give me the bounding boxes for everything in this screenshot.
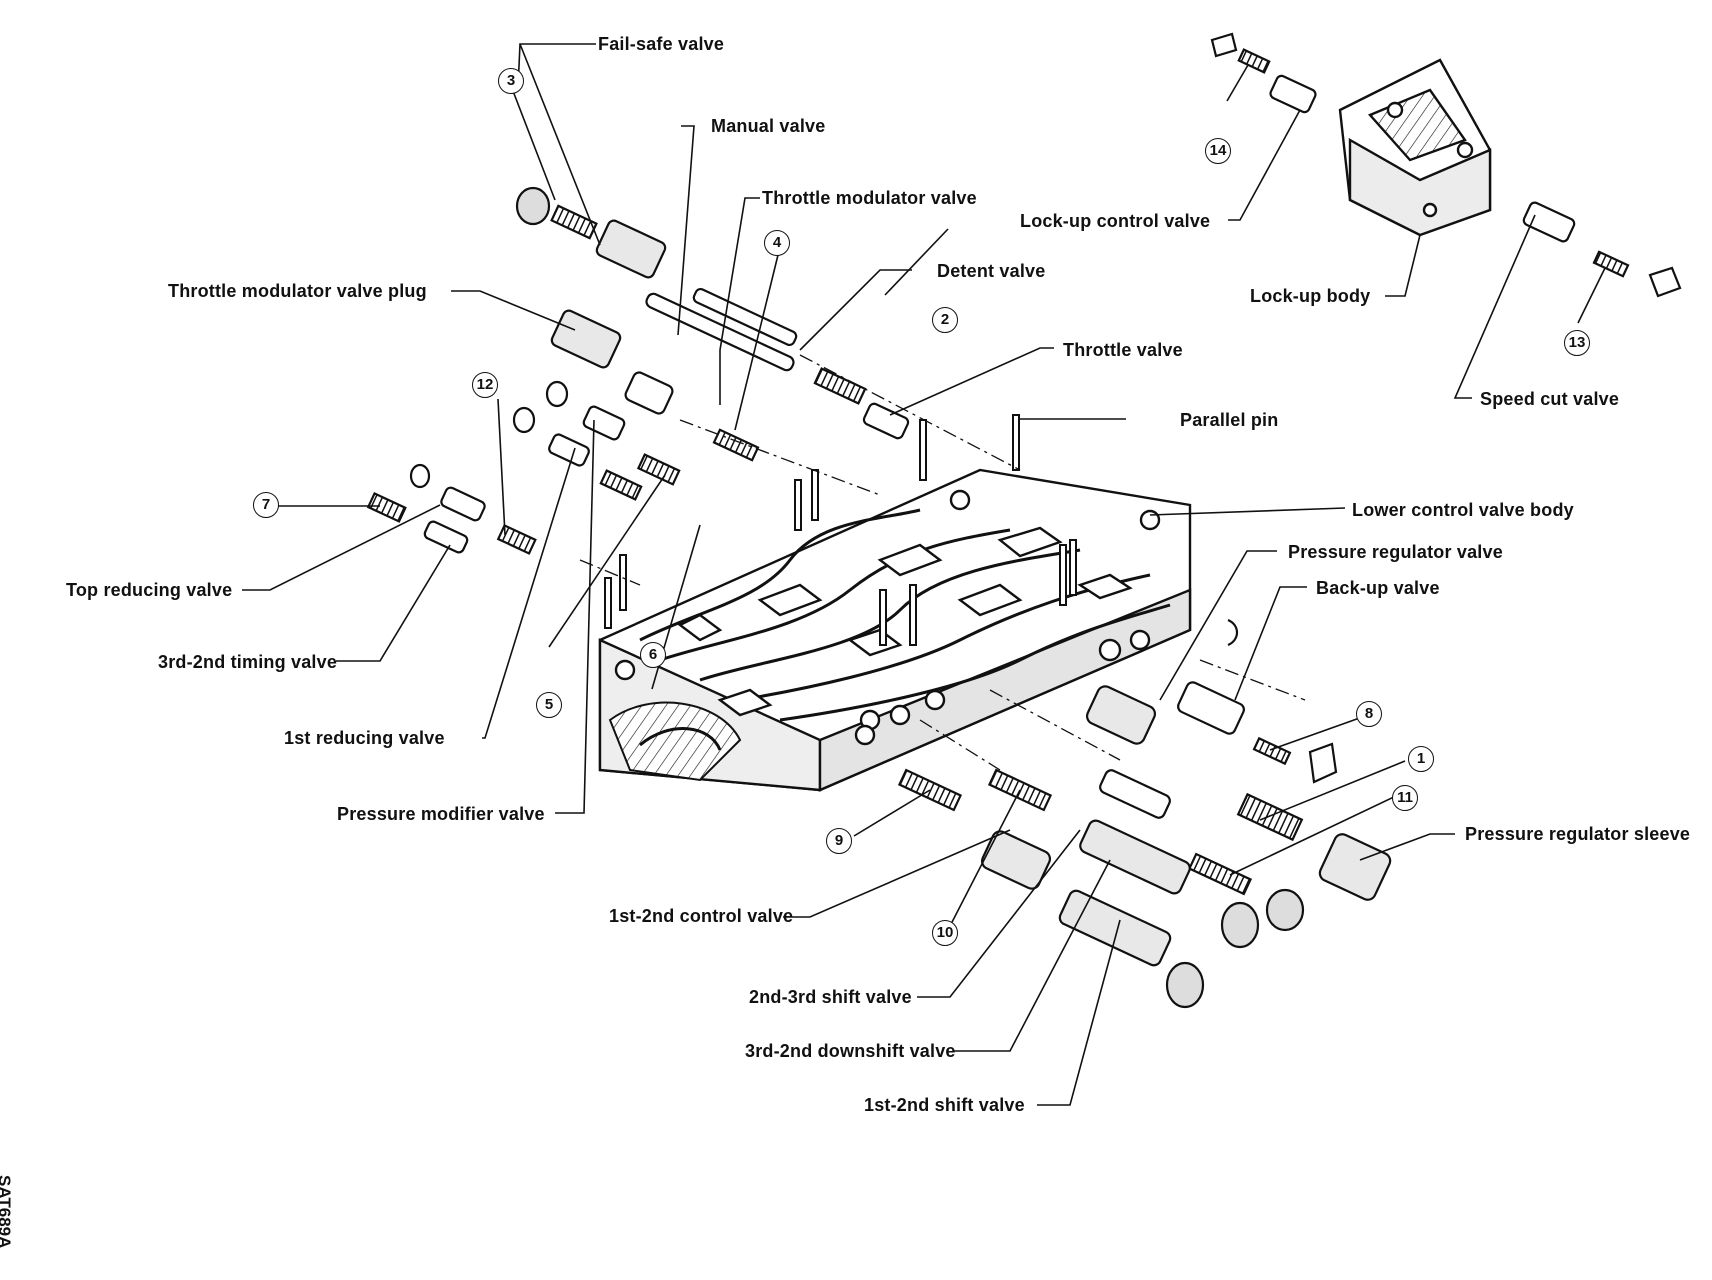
label-pressure-regulator-sleeve: Pressure regulator sleeve: [1465, 824, 1691, 844]
alignment-lines: [579, 354, 1306, 771]
callout-1: 1: [1408, 746, 1434, 772]
label-manual-valve: Manual valve: [711, 116, 826, 136]
label-third-second-timing-valve: 3rd-2nd timing valve: [158, 652, 338, 672]
callout-7: 7: [253, 492, 279, 518]
label-first-second-control-valve: 1st-2nd control valve: [609, 906, 794, 926]
label-parallel-pin: Parallel pin: [1180, 410, 1279, 430]
label-speed-cut-valve: Speed cut valve: [1480, 389, 1620, 409]
diagram-code: SAT689A: [0, 1175, 14, 1249]
label-third-second-downshift-valve: 3rd-2nd downshift valve: [745, 1041, 956, 1061]
label-throttle-modulator-valve: Throttle modulator valve: [762, 188, 977, 208]
callout-4: 4: [764, 230, 790, 256]
valve-components: [366, 32, 1682, 1009]
callout-2: 2: [932, 307, 958, 333]
callout-3: 3: [498, 68, 524, 94]
label-fail-safe-valve: Fail-safe valve: [598, 34, 725, 54]
label-back-up-valve: Back-up valve: [1316, 578, 1440, 598]
label-pressure-regulator-valve: Pressure regulator valve: [1288, 542, 1503, 562]
label-lock-up-control-valve: Lock-up control valve: [1020, 211, 1211, 231]
callout-5: 5: [536, 692, 562, 718]
label-first-second-shift-valve: 1st-2nd shift valve: [864, 1095, 1025, 1115]
lower-control-valve-body-shape: [598, 468, 1192, 792]
lock-up-body-shape: [1338, 58, 1492, 237]
label-throttle-modulator-valve-plug: Throttle modulator valve plug: [168, 281, 427, 301]
label-detent-valve: Detent valve: [937, 261, 1046, 281]
callout-11: 11: [1392, 785, 1418, 811]
label-top-reducing-valve: Top reducing valve: [66, 580, 233, 600]
callout-14: 14: [1205, 138, 1231, 164]
label-throttle-valve: Throttle valve: [1063, 340, 1183, 360]
callout-10: 10: [932, 920, 958, 946]
label-lock-up-body: Lock-up body: [1250, 286, 1371, 306]
callout-6: 6: [640, 642, 666, 668]
callout-12: 12: [472, 372, 498, 398]
label-first-reducing-valve: 1st reducing valve: [284, 728, 445, 748]
callout-13: 13: [1564, 330, 1590, 356]
label-pressure-modifier-valve: Pressure modifier valve: [337, 804, 545, 824]
callout-8: 8: [1356, 701, 1382, 727]
label-lower-control-valve-body: Lower control valve body: [1352, 500, 1574, 520]
leader-lines: [242, 43, 1606, 1106]
label-second-third-shift-valve: 2nd-3rd shift valve: [749, 987, 912, 1007]
parallel-pins: [604, 414, 1077, 646]
callout-9: 9: [826, 828, 852, 854]
